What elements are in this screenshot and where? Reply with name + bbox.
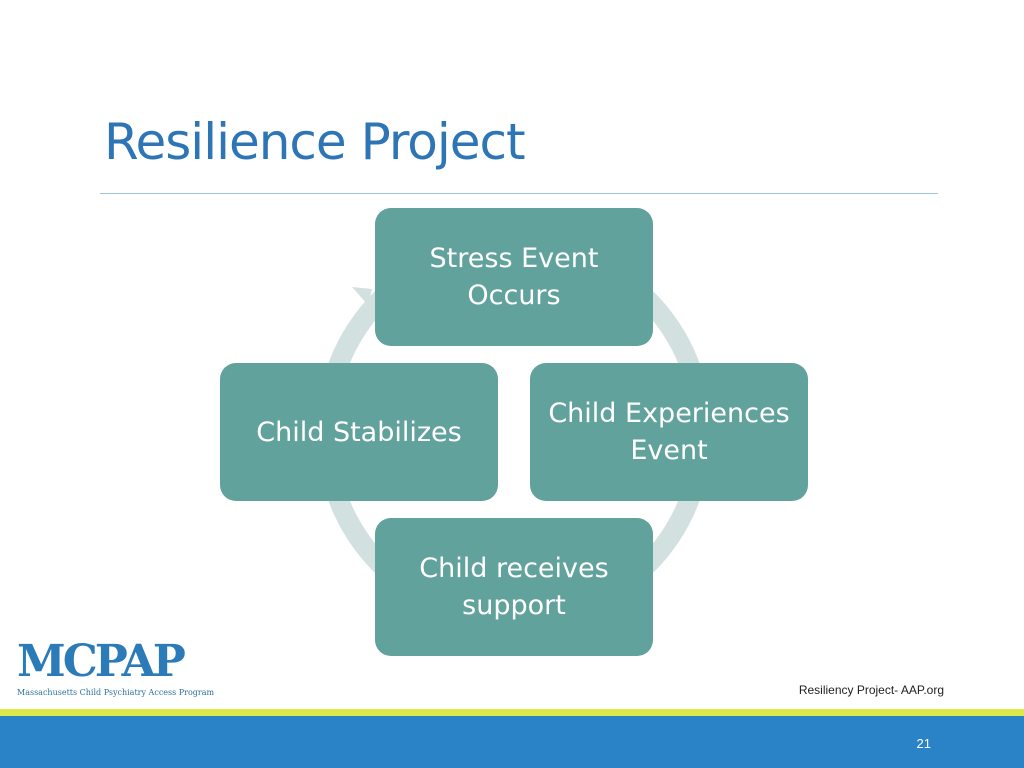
title-divider [100, 193, 938, 194]
node-label-line: Child receives [419, 553, 609, 584]
node-label-line: Stress Event [429, 243, 599, 274]
node-label-line: Occurs [467, 280, 561, 311]
node-child-experiences-event: Child Experiences Event [530, 363, 808, 501]
node-label-line: Event [630, 435, 708, 466]
node-label-line: Child Stabilizes [256, 416, 462, 448]
source-credit: Resiliency Project- AAP.org [798, 683, 944, 697]
node-child-receives-support: Child receives support [375, 518, 653, 656]
footer-bar [0, 716, 1024, 768]
node-label-line: support [462, 590, 566, 621]
cycle-arrowhead [352, 287, 372, 305]
logo-tagline: Massachusetts Child Psychiatry Access Pr… [17, 688, 215, 697]
node-child-stabilizes: Child Stabilizes [220, 363, 498, 501]
footer-accent-strip [0, 709, 1024, 716]
node-label-line: Child Experiences [548, 398, 790, 429]
slide-title: Resilience Project [104, 113, 526, 171]
slide-number: 21 [916, 736, 931, 751]
logo-wordmark: MCPAP [17, 636, 186, 687]
mcpap-logo: MCPAP Massachusetts Child Psychiatry Acc… [17, 636, 215, 700]
node-stress-event-occurs: Stress Event Occurs [375, 208, 653, 346]
